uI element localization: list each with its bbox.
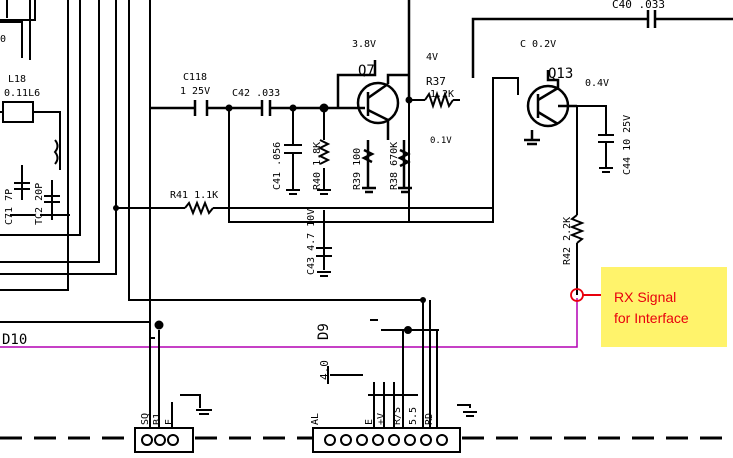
conn-right-pin-3: +V: [376, 413, 387, 425]
connector-right[interactable]: [312, 427, 461, 453]
c40-line: [407, 0, 733, 100]
label-c41: C41 .056: [272, 142, 283, 190]
label-l18: L18: [8, 74, 26, 85]
frame-line-1: [0, 0, 81, 236]
conn-left-pin-2: B1: [152, 413, 163, 425]
label-l18-value: 0.11L6: [4, 88, 40, 99]
q13-transistor: [524, 70, 577, 146]
label-r37-value: 1.2K: [430, 89, 454, 100]
connector-wiring: [0, 210, 477, 432]
callout-line-2: for Interface: [614, 310, 689, 326]
q7-transistor: [356, 73, 412, 194]
label-r40: R40 1.8K: [312, 142, 323, 190]
conn-right-pin-1: AL: [310, 413, 321, 425]
conn-right-pin-4: R/S: [392, 407, 403, 425]
conn-left-pin-3: E: [164, 419, 175, 425]
label-r37: R37: [426, 75, 446, 88]
left-frame-lines: [0, 0, 423, 301]
label-q13-collector-v: C 0.2V: [520, 39, 556, 50]
frame-line-3: [0, 0, 117, 275]
label-c118: C118: [183, 72, 207, 83]
label-q7-collector-v: 3.8V: [352, 39, 376, 50]
label-c43: C43 4.7 10V: [306, 209, 317, 275]
label-q13-emitter-v: 0.4V: [585, 78, 609, 89]
rx-signal-wire: [0, 298, 578, 348]
r41-line: [116, 200, 493, 216]
c41-r40-branch: [228, 77, 519, 277]
label-q7-emitter-v: 4V: [426, 52, 438, 63]
label-d9: D9: [316, 323, 332, 340]
label-r39: R39 100: [352, 148, 363, 190]
connector-left[interactable]: [134, 427, 194, 453]
conn-left-pin-1: SQ: [140, 413, 151, 425]
label-tc2: TC2 20P: [34, 183, 45, 225]
label-r42: R42 2.2K: [562, 217, 573, 265]
rx-signal-callout: RX Signal for Interface: [601, 267, 727, 347]
label-c40: C40 .033: [612, 0, 665, 11]
conn-right-pin-2: E: [364, 419, 375, 425]
conn-right-pin-6: RD: [424, 413, 435, 425]
label-left-top: 0: [0, 34, 6, 45]
frame-line-4: [0, 0, 69, 291]
label-c42: C42 .033: [232, 88, 280, 99]
r37-resistor: [408, 90, 460, 222]
main-signal-path: [150, 60, 377, 116]
label-r41: R41 1.1K: [170, 190, 218, 201]
conn-right-pin-5: 5.5: [408, 407, 419, 425]
label-d9-anode: 4.0: [318, 360, 331, 380]
label-c118-value: 1 25V: [180, 86, 210, 97]
label-q13: Q13: [548, 66, 573, 82]
label-c71: C71 7P: [4, 189, 15, 225]
label-r38: R38 670K: [389, 142, 400, 190]
callout-line-1: RX Signal: [614, 289, 677, 305]
label-c44: C44 10 25V: [622, 115, 633, 175]
label-q7-base-v: 0.1V: [430, 136, 452, 146]
l18-block: [0, 101, 70, 220]
frame-line-2: [0, 0, 100, 263]
c44-capacitor: [577, 105, 614, 173]
label-d10: D10: [2, 332, 27, 348]
r42-resistor: [569, 106, 585, 295]
label-q7: Q7: [358, 63, 375, 79]
